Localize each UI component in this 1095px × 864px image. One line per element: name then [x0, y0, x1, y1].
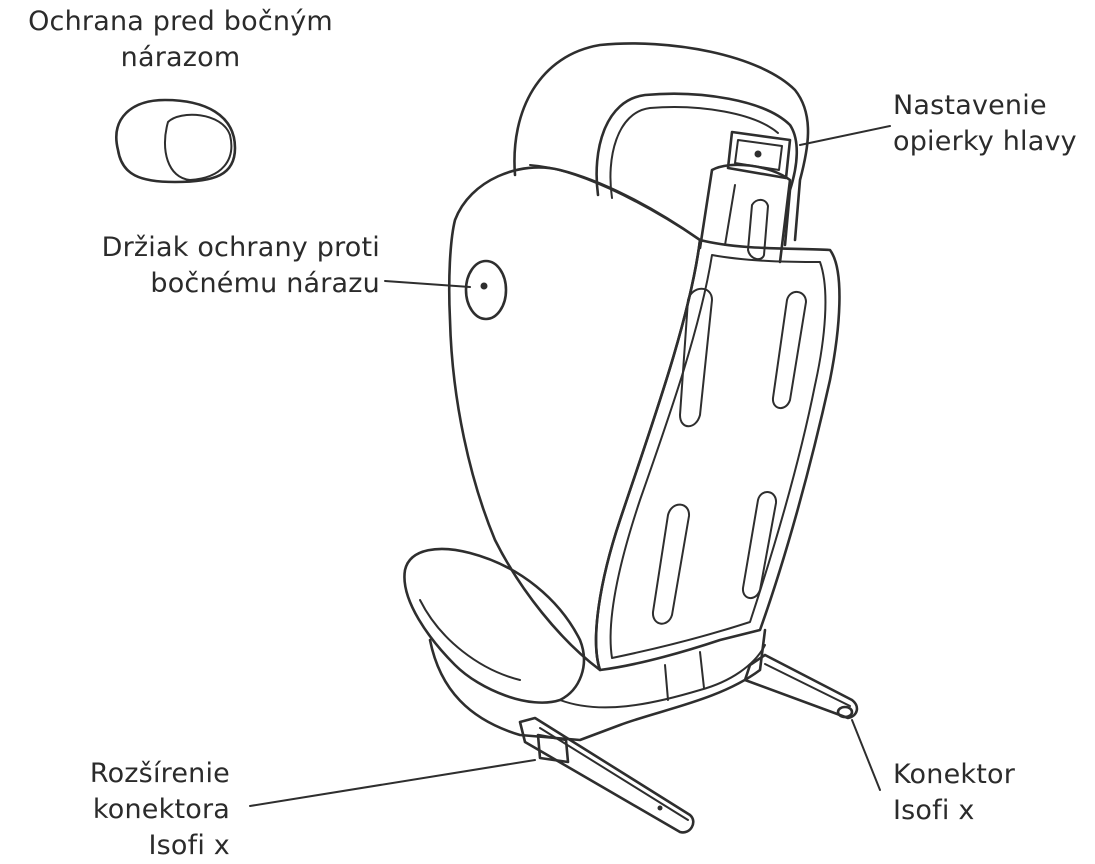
leader-connector [852, 720, 880, 790]
leader-headrest [800, 126, 890, 145]
seat-base [404, 549, 765, 740]
label-isofix-connector: Konektor Isofi x [893, 757, 1063, 829]
side-impact-protection-pad [116, 100, 235, 182]
leader-extension [250, 760, 535, 806]
pad-face [165, 115, 231, 180]
label-isofix-extension: Rozšírenie konektora Isofi x [40, 756, 230, 864]
label-side-impact-holder: Držiak ochrany proti bočnému nárazu [60, 230, 380, 302]
label-side-impact-holder-line2: bočnému nárazu [60, 266, 380, 302]
back-slot-2 [773, 292, 806, 408]
label-isofix-connector-line1: Konektor [893, 757, 1063, 793]
label-headrest-adjustment-line1: Nastavenie [893, 88, 1093, 124]
headrest [514, 43, 808, 262]
side-wing [449, 165, 700, 670]
seat-strap [665, 652, 704, 700]
label-isofix-extension-line1: Rozšírenie [40, 756, 230, 792]
label-headrest-adjustment: Nastavenie opierky hlavy [893, 88, 1093, 160]
label-side-impact-protection: Ochrana pred bočným nárazom [8, 4, 353, 76]
armrest [404, 549, 583, 703]
label-isofix-extension-line3: Isofi x [40, 828, 230, 864]
headrest-slider-slot [748, 200, 768, 259]
label-side-impact-protection-line2: nárazom [8, 40, 353, 76]
leader-holder [385, 281, 470, 287]
headrest-shell [514, 43, 808, 240]
label-isofix-extension-line2: konektora [40, 792, 230, 828]
isofix-connector-tip [838, 707, 852, 717]
back-slot-3 [653, 505, 689, 624]
back-slot-4 [743, 492, 776, 598]
headrest-adjust-button [728, 132, 790, 178]
label-side-impact-holder-line1: Držiak ochrany proti [60, 230, 380, 266]
isofix-left-arm [520, 718, 693, 832]
headrest-inner-frame-2 [610, 107, 778, 198]
label-headrest-adjustment-line2: opierky hlavy [893, 124, 1093, 160]
label-side-impact-protection-line1: Ochrana pred bočným [8, 4, 353, 40]
pad-body [116, 100, 235, 182]
side-impact-holder [466, 261, 506, 319]
seat-back-panel [596, 240, 839, 670]
back-slot-1 [680, 289, 712, 427]
label-isofix-connector-line2: Isofi x [893, 793, 1063, 829]
